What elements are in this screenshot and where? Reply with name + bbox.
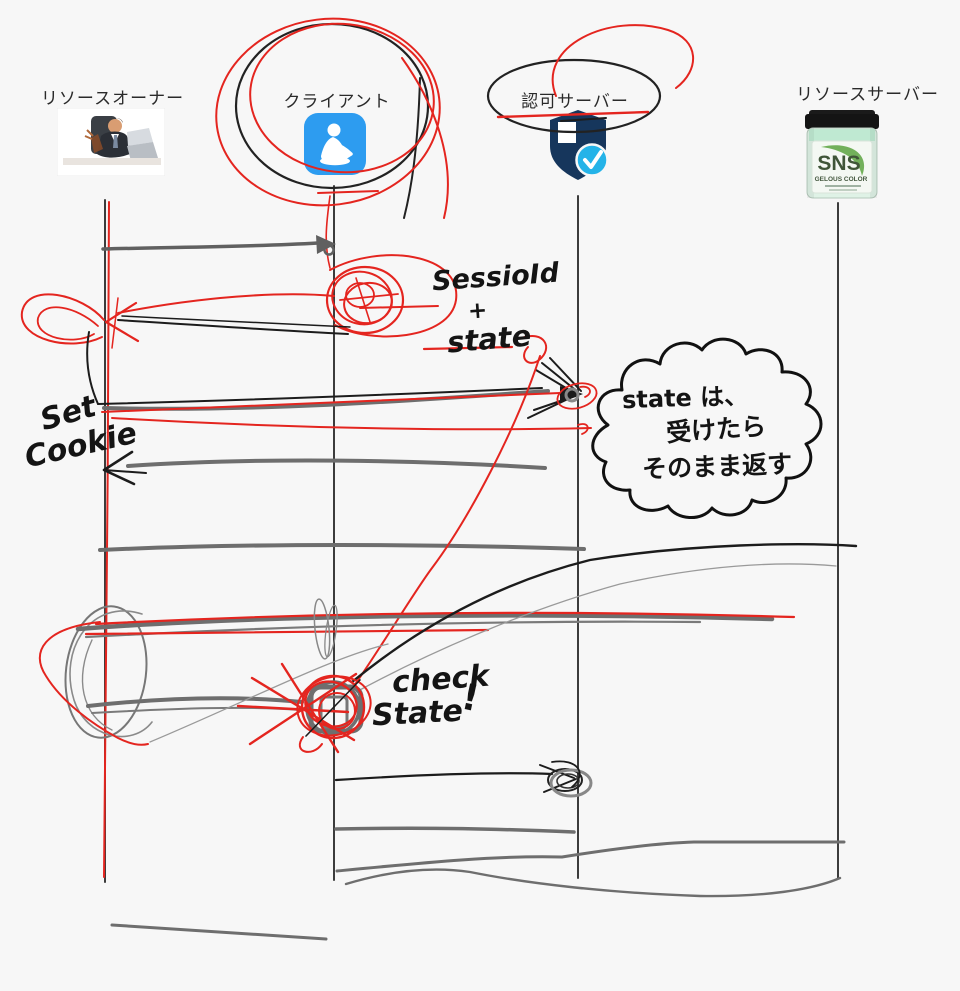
check-state-scribble [236,662,372,754]
meditating-person-icon [304,113,366,175]
auth-server-emphasis-circles [486,24,694,134]
gray-line-client-to-auth [334,826,576,834]
resource-server-jar: SNS GELOUS COLOR [799,110,885,207]
person-at-laptop-icon [56,107,166,177]
actor-label-resource-server: リソースサーバー [796,85,939,104]
red-lifeline-overdraw [103,201,110,878]
actor-label-client: クライアント [283,92,391,111]
jar-subtitle-text: GELOUS COLOR [815,176,868,183]
jar-brand-text: SNS [817,152,860,175]
actor-label-resource-owner: リソースオーナー [40,89,185,108]
session-scribble [325,254,514,351]
cloud-note-line3: そのまま返す [641,449,793,484]
arrow-auth-to-owner-set-cookie [102,450,547,486]
check-state-line2: State [371,693,464,734]
arrow-client-to-owner [20,293,351,349]
client-app-icon [304,113,366,180]
shield-check-icon [550,110,609,180]
sns-powder-jar-icon: SNS GELOUS COLOR [805,110,879,199]
bottom-curves [110,840,846,941]
arrow-owner-to-auth [86,331,598,435]
red-diagonal-state-to-check [353,335,548,687]
auth-shield-icon [546,108,610,187]
lower-cluster-lines [38,598,796,746]
session-note-plus: + [467,297,489,325]
cloud-note-line2: 受けたら [665,411,768,448]
arrow-owner-to-client [101,235,336,256]
gray-line-owner-to-auth [98,543,586,552]
resource-owner-photo [56,107,166,181]
arrow-client-to-auth [334,760,593,798]
client-emphasis-circles [215,17,449,269]
thought-cloud-outline [591,337,823,519]
actor-label-auth-server: 認可サーバー [521,92,629,111]
lifelines [104,185,839,883]
sweep-curves-to-resource-server [350,543,858,693]
